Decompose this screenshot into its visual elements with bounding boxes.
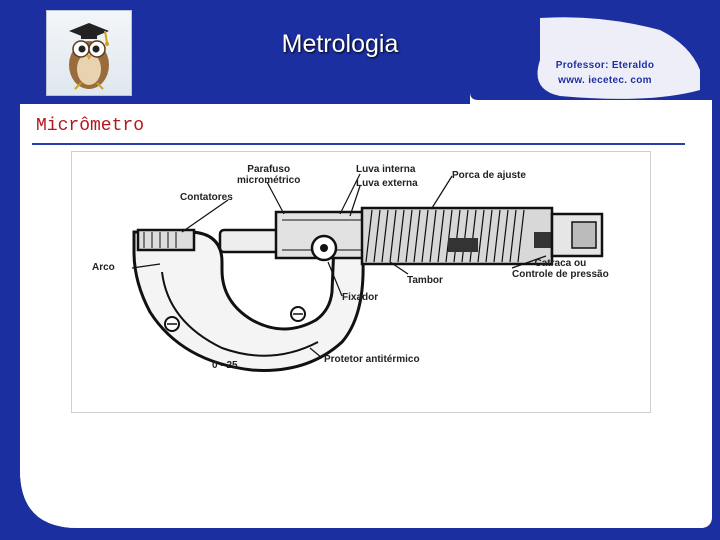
logo (46, 10, 132, 96)
author-text: Professor: Eteraldo (555, 60, 655, 71)
page-title: Metrologia (281, 30, 399, 58)
owl-graduate-icon (69, 23, 109, 90)
label-parafuso: Parafuso micrométrico (237, 164, 301, 186)
label-protetor: Protetor antitérmico (324, 354, 420, 365)
section-divider (32, 143, 685, 145)
label-tambor: Tambor (407, 275, 443, 286)
label-luva-interna: Luva interna (356, 164, 416, 175)
label-luva-externa: Luva externa (356, 178, 418, 189)
label-catraca: Catraca ou Controle de pressão (512, 258, 609, 280)
credit-block: Professor: Eteraldo www. iecetec. com (545, 58, 665, 88)
micrometer-diagram: Parafuso micrométrico Luva interna Luva … (71, 151, 651, 413)
section-title: Micrômetro (36, 116, 145, 136)
anvil (136, 228, 196, 252)
site-text: www. iecetec. com (558, 75, 652, 86)
label-fixador: Fixador (342, 292, 379, 303)
label-porca: Porca de ajuste (452, 170, 526, 181)
label-arco: Arco (92, 262, 115, 273)
label-range: 0 - 25 (212, 360, 238, 371)
micrometer-drawing (131, 173, 604, 372)
label-contatores: Contatores (180, 192, 233, 203)
